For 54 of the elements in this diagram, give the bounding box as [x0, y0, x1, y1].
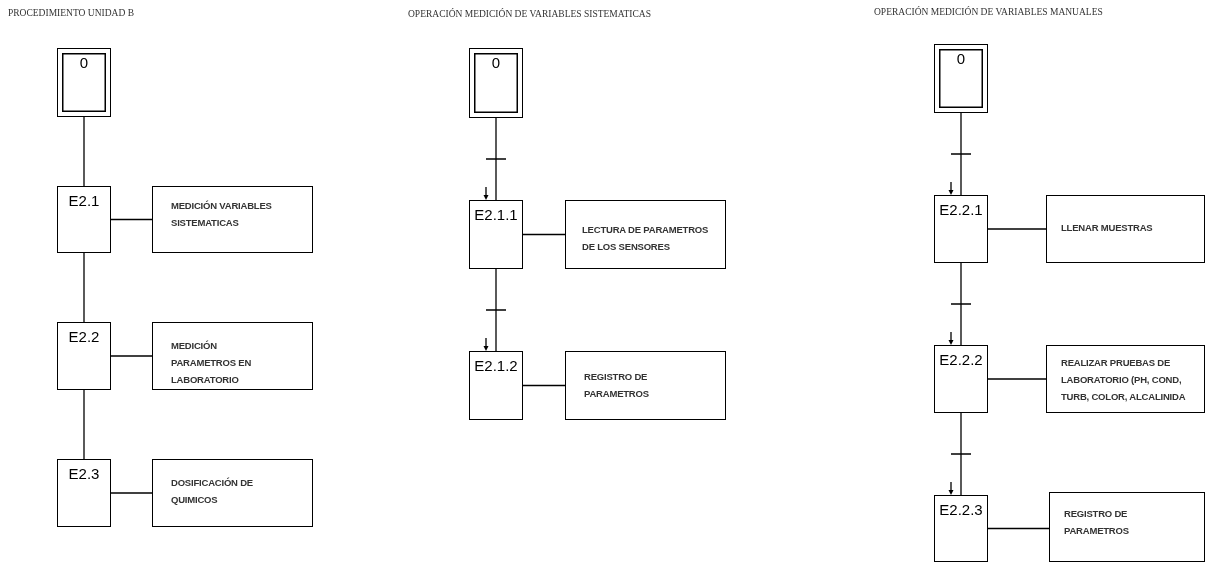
initial-step-box: [934, 44, 988, 113]
action-text: MEDICIÓN VARIABLES SISTEMATICAS: [171, 199, 272, 230]
step-number: E2.1.1: [473, 205, 519, 223]
connector-line: [83, 252, 85, 323]
initial-step-box: [57, 48, 111, 117]
action-text: MEDICIÓN PARAMETROS EN LABORATORIO: [171, 339, 253, 387]
action-text: LECTURA DE PARAMETROS DE LOS SENSORES: [582, 223, 710, 254]
step-number: E2.2.2: [938, 350, 984, 368]
action-box: [152, 322, 313, 390]
step-box: [934, 345, 988, 413]
step-number: E2.2.3: [938, 500, 984, 518]
connector-line: [960, 262, 962, 346]
action-box: [565, 351, 726, 420]
step-box: [57, 459, 111, 527]
connector-line: [960, 112, 962, 196]
step-box: [469, 351, 523, 420]
connector-line: [110, 492, 153, 494]
connector-line: [83, 116, 85, 187]
connector-line: [83, 389, 85, 460]
action-text: REGISTRO DE PARAMETROS: [584, 370, 650, 401]
step-box: [934, 195, 988, 263]
step-number: 0: [78, 53, 90, 71]
connector-line: [110, 355, 153, 357]
step-number: 0: [490, 53, 502, 71]
action-text: LLENAR MUESTRAS: [1061, 221, 1154, 235]
connector-line: [987, 228, 1047, 230]
action-text: DOSIFICACIÓN DE QUIMICOS: [171, 476, 254, 507]
action-box: [565, 200, 726, 269]
step-number: E2.1: [67, 191, 101, 209]
connector-line: [960, 412, 962, 496]
connector-line: [495, 268, 497, 352]
connector-line: [495, 117, 497, 201]
connector-line: [522, 384, 566, 387]
action-box: [1046, 195, 1205, 263]
step-number: E2.1.2: [473, 356, 519, 374]
initial-step-box: [469, 48, 523, 118]
connector-line: [987, 378, 1047, 380]
action-box: [1046, 345, 1205, 413]
action-text: REGISTRO DE PARAMETROS: [1064, 507, 1130, 538]
step-box: [57, 322, 111, 390]
step-number: E2.3: [67, 464, 101, 482]
action-box: [1049, 492, 1205, 562]
step-number: E2.2.1: [938, 200, 984, 218]
step-box: [469, 200, 523, 269]
connector-line: [987, 527, 1050, 530]
action-text: REALIZAR PRUEBAS DE LABORATORIO (PH, COND, TURB, COLOR, ALCALINIDA: [1061, 356, 1187, 404]
action-box: [152, 459, 313, 527]
connector-line: [522, 233, 566, 236]
action-box: [152, 186, 313, 253]
step-number: 0: [955, 49, 967, 67]
step-box: [57, 186, 111, 253]
connector-line: [110, 218, 153, 221]
step-number: E2.2: [67, 327, 101, 345]
step-box: [934, 495, 988, 562]
